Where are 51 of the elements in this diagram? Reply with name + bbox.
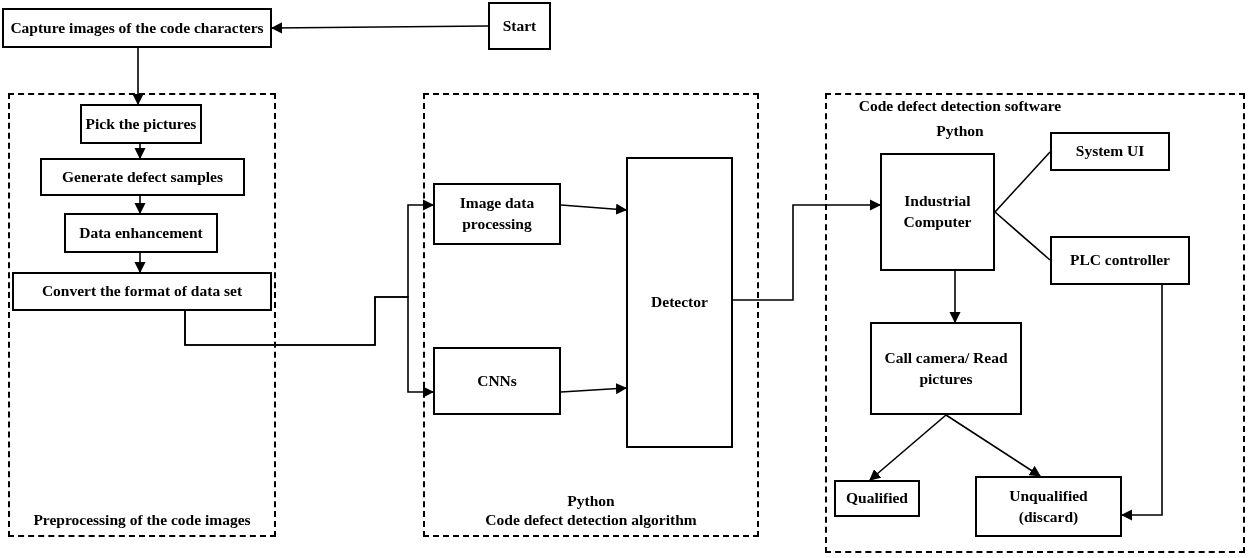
arrow (560, 203, 628, 215)
dashed-group-frame (423, 93, 759, 537)
process-box (12, 272, 272, 311)
connector-line (994, 151, 1051, 213)
arrow (134, 252, 146, 274)
box-label: Data enhancement (79, 222, 203, 243)
process-box (488, 2, 551, 50)
arrow (869, 414, 947, 481)
process-box (975, 476, 1122, 537)
group-title: Preprocessing of the code images (32, 511, 252, 529)
process-box (880, 153, 995, 271)
box-label: Pick the pictures (85, 113, 197, 134)
box-label: PLC controller (1070, 250, 1170, 271)
process-box (1050, 132, 1170, 171)
process-box (80, 104, 202, 144)
box-label: System UI (1075, 141, 1145, 162)
process-box (40, 158, 245, 196)
arrow (132, 47, 144, 106)
process-box (2, 8, 272, 48)
group-title: Python (935, 122, 985, 140)
connector-line (994, 211, 1051, 261)
group-title: Code defect detection software (857, 97, 1063, 115)
box-label: CNNs (477, 370, 517, 391)
box-label: Detector (651, 292, 708, 313)
arrow (134, 195, 146, 215)
box-label: Industrial Computer (902, 191, 973, 232)
process-box (834, 480, 920, 517)
box-label: Convert the format of data set (41, 281, 243, 302)
group-title: Code defect detection algorithm (484, 511, 698, 529)
arrow (560, 383, 628, 395)
arrow (184, 296, 435, 398)
box-label: Qualified (846, 488, 908, 509)
group-title: Python (566, 492, 616, 510)
process-box (1050, 236, 1190, 285)
process-box (433, 183, 561, 245)
arrow (949, 270, 961, 324)
box-label: Generate defect samples (62, 166, 223, 187)
box-label: Start (502, 15, 537, 36)
box-label: Unqualified (discard) (1008, 485, 1089, 527)
process-box (433, 347, 561, 415)
box-label: Capture images of the code characters (10, 17, 264, 38)
box-label: Image data processing (458, 193, 536, 234)
process-box (870, 322, 1022, 415)
arrow (732, 199, 882, 301)
box-label: Call camera/ Read pictures (883, 347, 1009, 389)
dashed-group-frame (825, 93, 1245, 553)
process-box (64, 213, 218, 253)
process-box (626, 157, 733, 448)
dashed-group-frame (8, 93, 276, 537)
arrow (945, 414, 1041, 477)
arrow (134, 143, 146, 160)
